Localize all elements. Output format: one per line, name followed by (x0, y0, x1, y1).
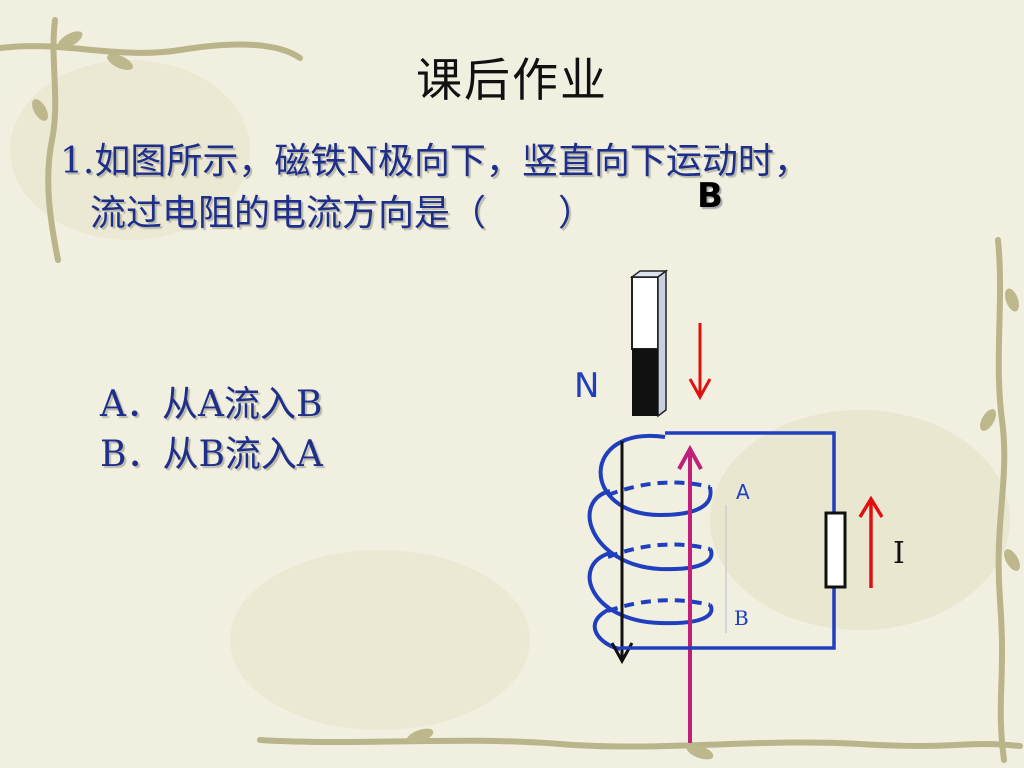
current-label: I (893, 536, 905, 571)
options-list: A．从A流入B B．从B流入A (100, 380, 323, 480)
answer-label: B (697, 176, 723, 216)
option-b: B．从B流入A (100, 434, 323, 475)
induced-field-arrowhead (677, 444, 703, 470)
question-line-1: 1.如图所示，磁铁N极向下，竖直向下运动时， (60, 141, 810, 182)
magnet-motion-arrowhead (688, 378, 712, 401)
magnet-pole-label: N (574, 366, 599, 406)
coil-back-turns (607, 480, 711, 613)
point-a-label: A (736, 480, 750, 504)
slide-title: 课后作业 (416, 53, 608, 107)
magnet-upper (631, 276, 659, 350)
question-text: 1.如图所示，磁铁N极向下，竖直向下运动时， 流过电阻的电流方向是（ ） (60, 136, 990, 240)
magnet-north-pole (632, 349, 658, 416)
circuit-wires (620, 431, 836, 650)
current-arrowhead (858, 495, 884, 518)
resistor (824, 511, 847, 589)
question-line-2: 流过电阻的电流方向是（ ） (90, 193, 595, 234)
magnet-side-face (657, 269, 667, 418)
induction-diagram: N A B I (574, 269, 905, 743)
point-b-label: B (734, 606, 749, 630)
option-a: A．从A流入B (100, 384, 323, 425)
coil-front-turns (587, 433, 714, 651)
